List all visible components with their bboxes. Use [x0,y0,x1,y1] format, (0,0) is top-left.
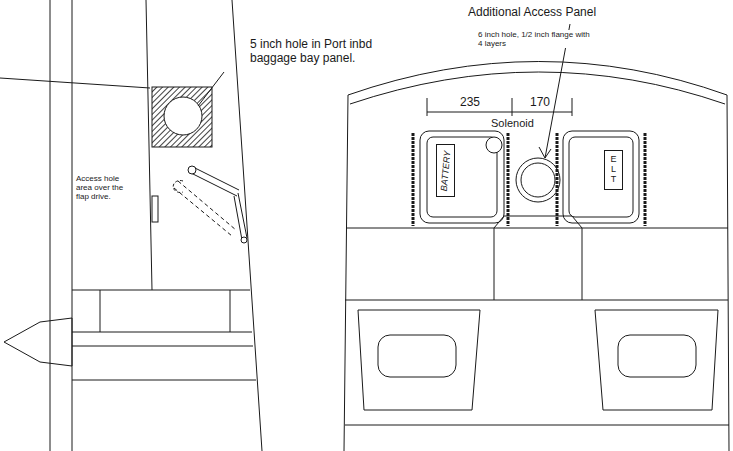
fuselage-line [50,0,51,451]
note-text: Access hole area over the flap drive. [76,174,136,202]
callout-text: Additional Access Panel [468,6,596,20]
center-channel [494,216,582,300]
hatched-edge [412,133,415,226]
arm-pivot [241,237,247,243]
frame-side [727,95,729,451]
part-label: Solenoid [491,117,534,130]
wing-fairing [4,318,72,366]
frame-side [344,95,348,451]
hatched-edge [507,133,510,226]
shelf-line [346,228,728,229]
flap-rod-dashed [174,181,236,236]
flap-arm [238,193,247,238]
floor-line [345,300,728,301]
part-name: BATTERY [438,150,452,191]
seat-frame [358,310,480,410]
access-hole-mark [152,196,158,222]
battery-bay [420,131,504,223]
structure-hatch [413,133,645,226]
wing-root [230,290,231,332]
rod-pivot-dashed [173,180,183,192]
frame-outline [348,62,727,96]
seat-cutout [618,335,696,377]
part-name: ELT [609,155,618,185]
solenoid-symbol [486,137,502,153]
extension-line [512,98,513,116]
access-panel-circle [521,163,555,197]
battery-box: BATTERY [436,144,455,197]
elt-box: ELT [604,150,623,190]
fuselage-line [232,0,262,451]
seat-cutout [378,335,456,377]
flap-rod [191,173,237,196]
dimension-value: 235 [460,96,480,110]
seat-frame [595,310,718,410]
dimension-line [427,112,572,113]
hatched-edge [644,133,647,226]
flap-arm [234,196,242,240]
hatched-edge [556,133,559,226]
note-text: 5 inch hole in Port inbd baggage bay pan… [250,38,385,66]
note-text: 6 inch hole, 1/2 inch flange with 4 laye… [478,30,590,48]
leader-line [198,72,224,106]
elt-bay [563,131,639,223]
leader-line [0,78,150,88]
hole-circle [164,97,202,135]
elt-bay [569,137,633,217]
rear-view [344,24,729,451]
extension-line [572,98,573,116]
extension-line [427,98,428,116]
floor-line [345,425,729,426]
access-panel-circle [516,158,560,202]
side-view [0,0,262,451]
leader-tip [539,147,551,158]
rod-pivot [188,166,196,174]
wing-root [72,290,256,380]
fuselage-line [72,0,73,451]
flap-rod [193,167,239,190]
hatched-panel [152,87,212,147]
dimension-value: 170 [530,96,550,110]
panel-edge [146,0,152,290]
